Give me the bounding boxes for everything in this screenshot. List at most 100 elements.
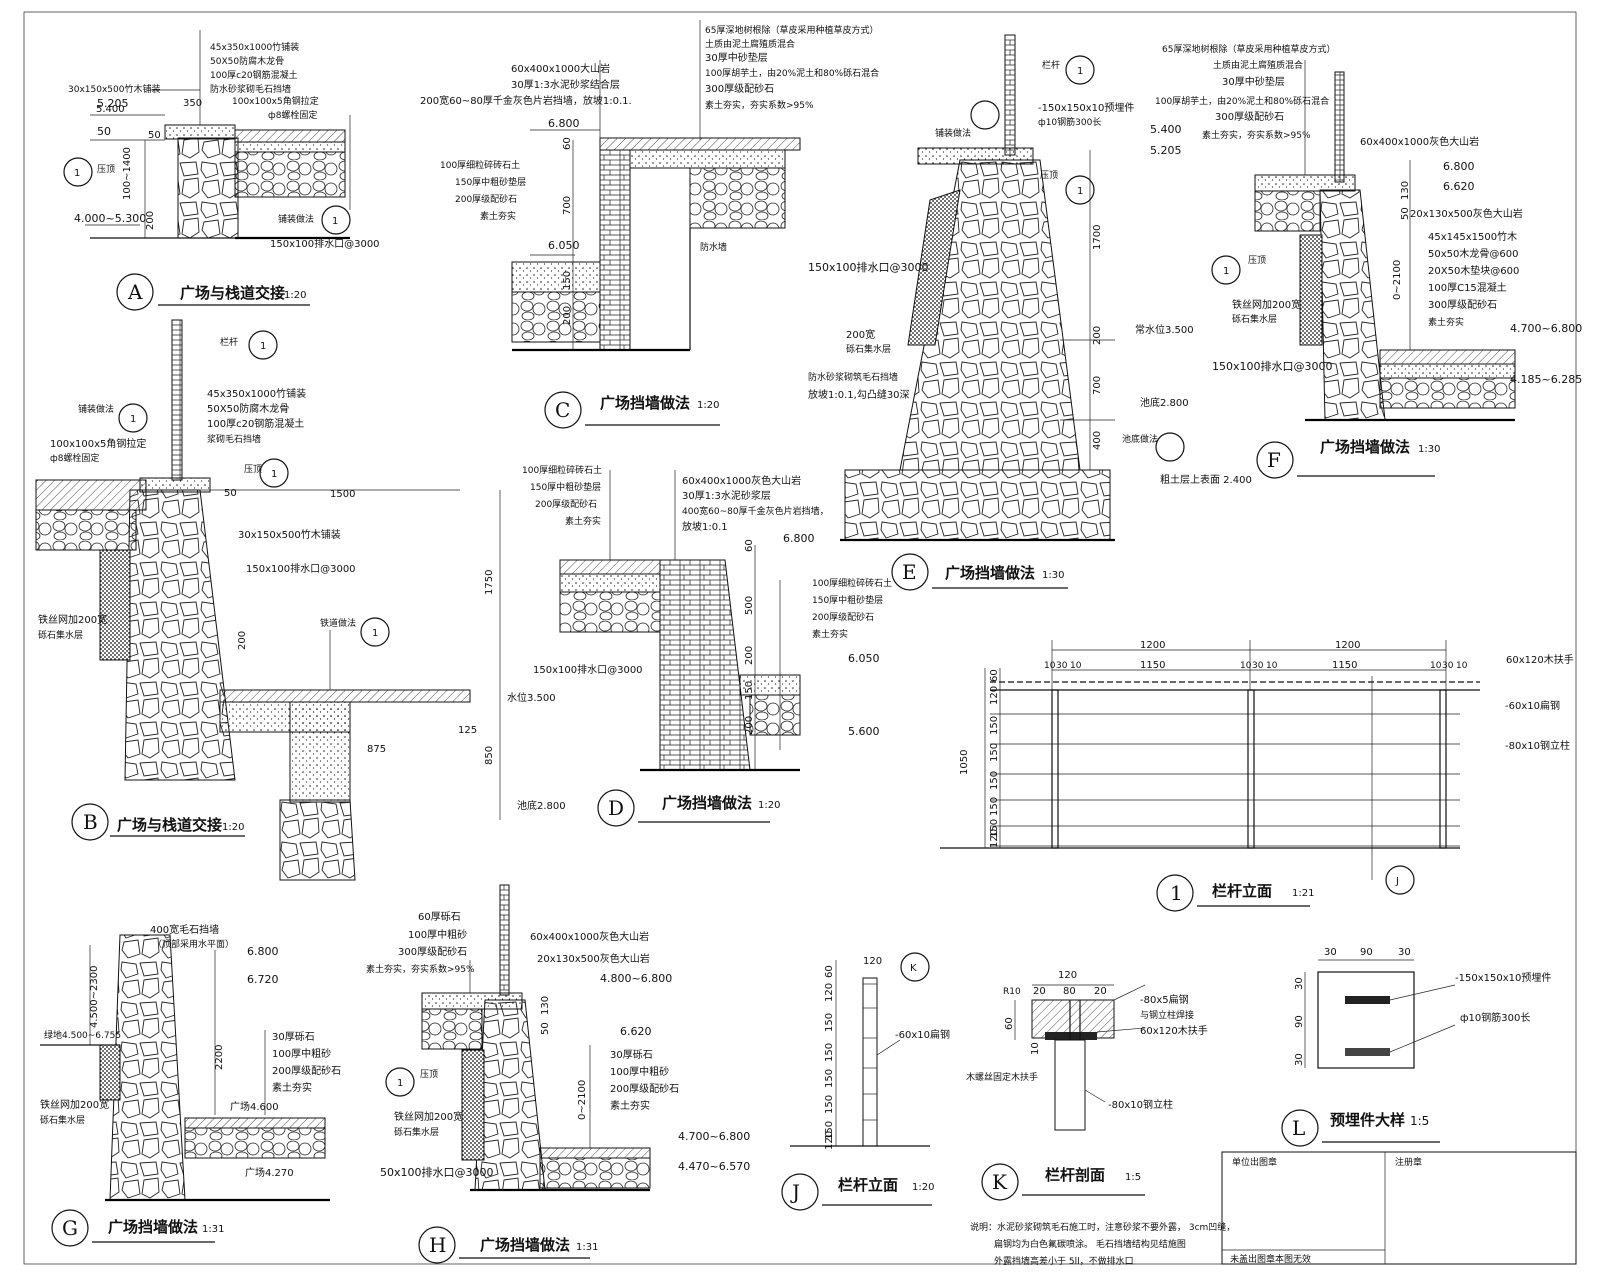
label-details-B-notes-16: 铁道做法	[320, 617, 356, 629]
label-details-A-notes-12: 200	[145, 211, 156, 230]
label-details-G-notes-11: 广场4.600	[230, 1100, 279, 1113]
label-details-G-notes-2: 6.800	[247, 945, 279, 958]
label-details-G-notes-8: 100厚中粗砂	[272, 1047, 331, 1060]
label-details-D-notes-9: 60	[744, 539, 755, 552]
label-details-C-notes-18: 200	[562, 306, 573, 325]
label-details-D-notes-16: 素土夯实	[812, 628, 848, 640]
label-details-D-notes-10: 500	[744, 596, 755, 615]
label-details-C-notes-14: 200厚级配砂石	[455, 193, 517, 205]
label-notes-block-line1: 说明：水泥砂浆砌筑毛石施工时，注意砂浆不要外露， 3cm凹缝，	[970, 1221, 1235, 1233]
label-details-E-notes-9: 200宽	[846, 328, 875, 341]
label-details-K-letter: K	[992, 1170, 1008, 1194]
label-details-A-title: 广场与栈道交接	[180, 284, 285, 302]
label-details-rail-notes-3: 1150	[1332, 660, 1357, 671]
label-details-D-scale: 1:20	[758, 800, 780, 811]
label-details-K-notes-9: 10	[1030, 1042, 1041, 1055]
label-details-rail-letter: 1	[1223, 266, 1229, 277]
label-details-C-notes-2: 30厚中砂垫层	[705, 51, 768, 64]
title-block: 单位出图章 注册章 未盖出图章本图无效	[1221, 1151, 1577, 1265]
label-details-rail-notes-6: 10	[1070, 661, 1082, 671]
label-details-F-notes-16: 100厚C15混凝土	[1428, 281, 1507, 294]
label-details-F-notes-13: 45x145x1500竹木	[1428, 230, 1517, 243]
label-details-C-notes-8: 200宽60~80厚千金灰色片岩挡墙，放坡1:0.1.	[420, 94, 632, 107]
label-details-L-notes-5: 30	[1294, 977, 1305, 990]
label-details-J-notes-1: 60	[824, 965, 835, 978]
label-details-rail-notes-9: 10	[1266, 661, 1278, 671]
label-details-F-notes-14: 50x50木龙骨@600	[1428, 247, 1518, 260]
label-details-H-notes-0: 60厚砾石	[418, 910, 461, 923]
label-details-A-scale: 1:20	[284, 290, 306, 301]
label-details-L-notes-3: -150x150x10预埋件	[1455, 972, 1551, 984]
label-notes-block-line2: 扁钢均为白色氟碳喷涂。 毛石挡墙结构见结施图	[994, 1238, 1186, 1250]
label-details-B-notes-17: 1750	[484, 570, 495, 595]
label-details-L-notes-1: 90	[1360, 947, 1373, 958]
label-details-F-notes-8: 6.620	[1443, 180, 1475, 193]
label-details-B-notes-21: 850	[484, 746, 495, 765]
label-details-L-title: 预埋件大样	[1330, 1111, 1405, 1129]
label-details-K-title: 栏杆剖面	[1045, 1166, 1105, 1184]
label-details-rail-letter: 1	[260, 341, 266, 352]
label-details-rail-notes-8: 30	[1252, 661, 1264, 671]
label-details-F-notes-15: 20X50木垫块@600	[1428, 264, 1519, 277]
label-details-F-notes-23: 压顶	[1248, 255, 1266, 266]
detail-f: 65厚深地树根除（草皮采用种植草皮方式） 土质由泥土腐殖质混合 30厚中砂垫层 …	[1155, 43, 1582, 479]
label-details-B-notes-10: 1500	[330, 489, 355, 500]
label-details-F-notes-11: 20x130x500灰色大山岩	[1410, 207, 1523, 220]
label-details-E-notes-10: 砾石集水层	[846, 343, 891, 355]
label-details-C-notes-13: 150厚中粗砂垫层	[455, 176, 526, 188]
label-details-rail-letter: 1	[271, 469, 277, 480]
detail-b: 栏杆 45x350x1000竹铺装 50X50防腐木龙骨 100厚c20钢筋混凝…	[35, 319, 566, 881]
label-details-B-notes-4: 浆砌毛石挡墙	[207, 433, 261, 445]
label-details-rail-notes-24: 1050	[959, 750, 970, 775]
label-details-B-notes-15: 200	[237, 631, 248, 650]
label-details-J-scale: 1:20	[912, 1182, 934, 1193]
label-details-H-notes-3: 素土夯实，夯实系数>95%	[366, 963, 475, 975]
label-details-B-notes-2: 50X50防腐木龙骨	[207, 402, 289, 415]
label-details-D-notes-0: 100厚细粒碎砖石土	[522, 464, 602, 476]
label-details-C-notes-10: 60	[562, 137, 573, 150]
label-details-E-letter: E	[902, 560, 917, 584]
label-details-K-notes-10: 木螺丝固定木扶手	[966, 1071, 1038, 1083]
label-details-rail-notes-20: 150	[989, 771, 1000, 790]
label-details-rail-notes-13: 60x120木扶手	[1506, 653, 1574, 666]
label-details-E-notes-2: -150x150x10预埋件	[1038, 102, 1134, 114]
label-details-D-notes-2: 200厚级配砂石	[535, 498, 597, 510]
label-details-A-notes-6: ф8螺栓固定	[268, 109, 317, 121]
label-details-A-notes-11: 100~1400	[122, 147, 133, 200]
label-details-B-letter: B	[83, 810, 98, 834]
label-details-F-notes-4: 300厚级配砂石	[1215, 110, 1284, 123]
detail-j: 120 60 120 150 150 150 150 150 120 -60x1…	[781, 952, 950, 1211]
label-details-L-notes-4: ф10钢筋300长	[1460, 1011, 1530, 1024]
label-details-H-notes-4: 60x400x1000灰色大山岩	[530, 930, 649, 943]
label-details-G-notes-0: 400宽毛石挡墙	[150, 923, 219, 936]
label-details-A-notes-1: 50X50防腐木龙骨	[210, 55, 284, 67]
detail-d: 100厚细粒碎砖石土 150厚中粗砂垫层 200厚级配砂石 素土夯实 60x40…	[522, 464, 892, 827]
label-details-C-letter: C	[555, 398, 570, 422]
label-details-E-notes-16: 池底2.800	[1140, 396, 1189, 409]
label-details-G-notes-14: 砾石集水层	[40, 1114, 85, 1126]
label-details-H-notes-8: 130	[540, 996, 551, 1015]
label-details-L-notes-0: 30	[1324, 947, 1337, 958]
label-details-H-scale: 1:31	[576, 1242, 598, 1253]
label-details-E-notes-13: 防水砂浆砌筑毛石挡墙	[808, 371, 898, 383]
label-details-G-notes-9: 200厚级配砂石	[272, 1064, 341, 1077]
label-details-G-notes-4: 绿地4.500~6.755	[44, 1029, 121, 1041]
label-details-rail-notes-22: 150	[989, 819, 1000, 838]
label-details-F-notes-12: 0~2100	[1392, 260, 1403, 300]
label-details-G-notes-10: 素土夯实	[272, 1081, 312, 1094]
label-details-H-letter: H	[429, 1233, 446, 1257]
label-details-J-notes-9: -60x10扁钢	[895, 1028, 950, 1041]
label-details-E-notes-14: 放坡1:0.1,勾凸缝30深	[808, 388, 910, 401]
general-notes: 说明：水泥砂浆砌筑毛石施工时，注意砂浆不要外露， 3cm凹缝， 扁钢均为白色氟碳…	[970, 1221, 1235, 1267]
label-details-D-notes-4: 60x400x1000灰色大山岩	[682, 474, 801, 487]
label-details-D-notes-8: 6.800	[783, 532, 815, 545]
label-details-E-notes-18: 池底做法	[1122, 433, 1158, 445]
label-details-F-notes-0: 65厚深地树根除（草皮采用种植草皮方式）	[1162, 43, 1335, 55]
label-details-B-notes-14: 砾石集水层	[38, 629, 83, 641]
detail-k: 120 R10 20 80 20 -80x5扁钢 与钢立柱焊接 60x120木扶…	[966, 970, 1208, 1201]
label-details-B-notes-18: 水位3.500	[507, 691, 556, 704]
label-details-D-notes-11: 200	[744, 646, 755, 665]
detail-h: 60厚砾石 100厚中粗砂 300厚级配砂石 素土夯实，夯实系数>95% 60x…	[366, 884, 750, 1264]
label-details-E-scale: 1:30	[1042, 570, 1064, 581]
label-details-K-scale: 1:5	[1125, 1172, 1141, 1183]
